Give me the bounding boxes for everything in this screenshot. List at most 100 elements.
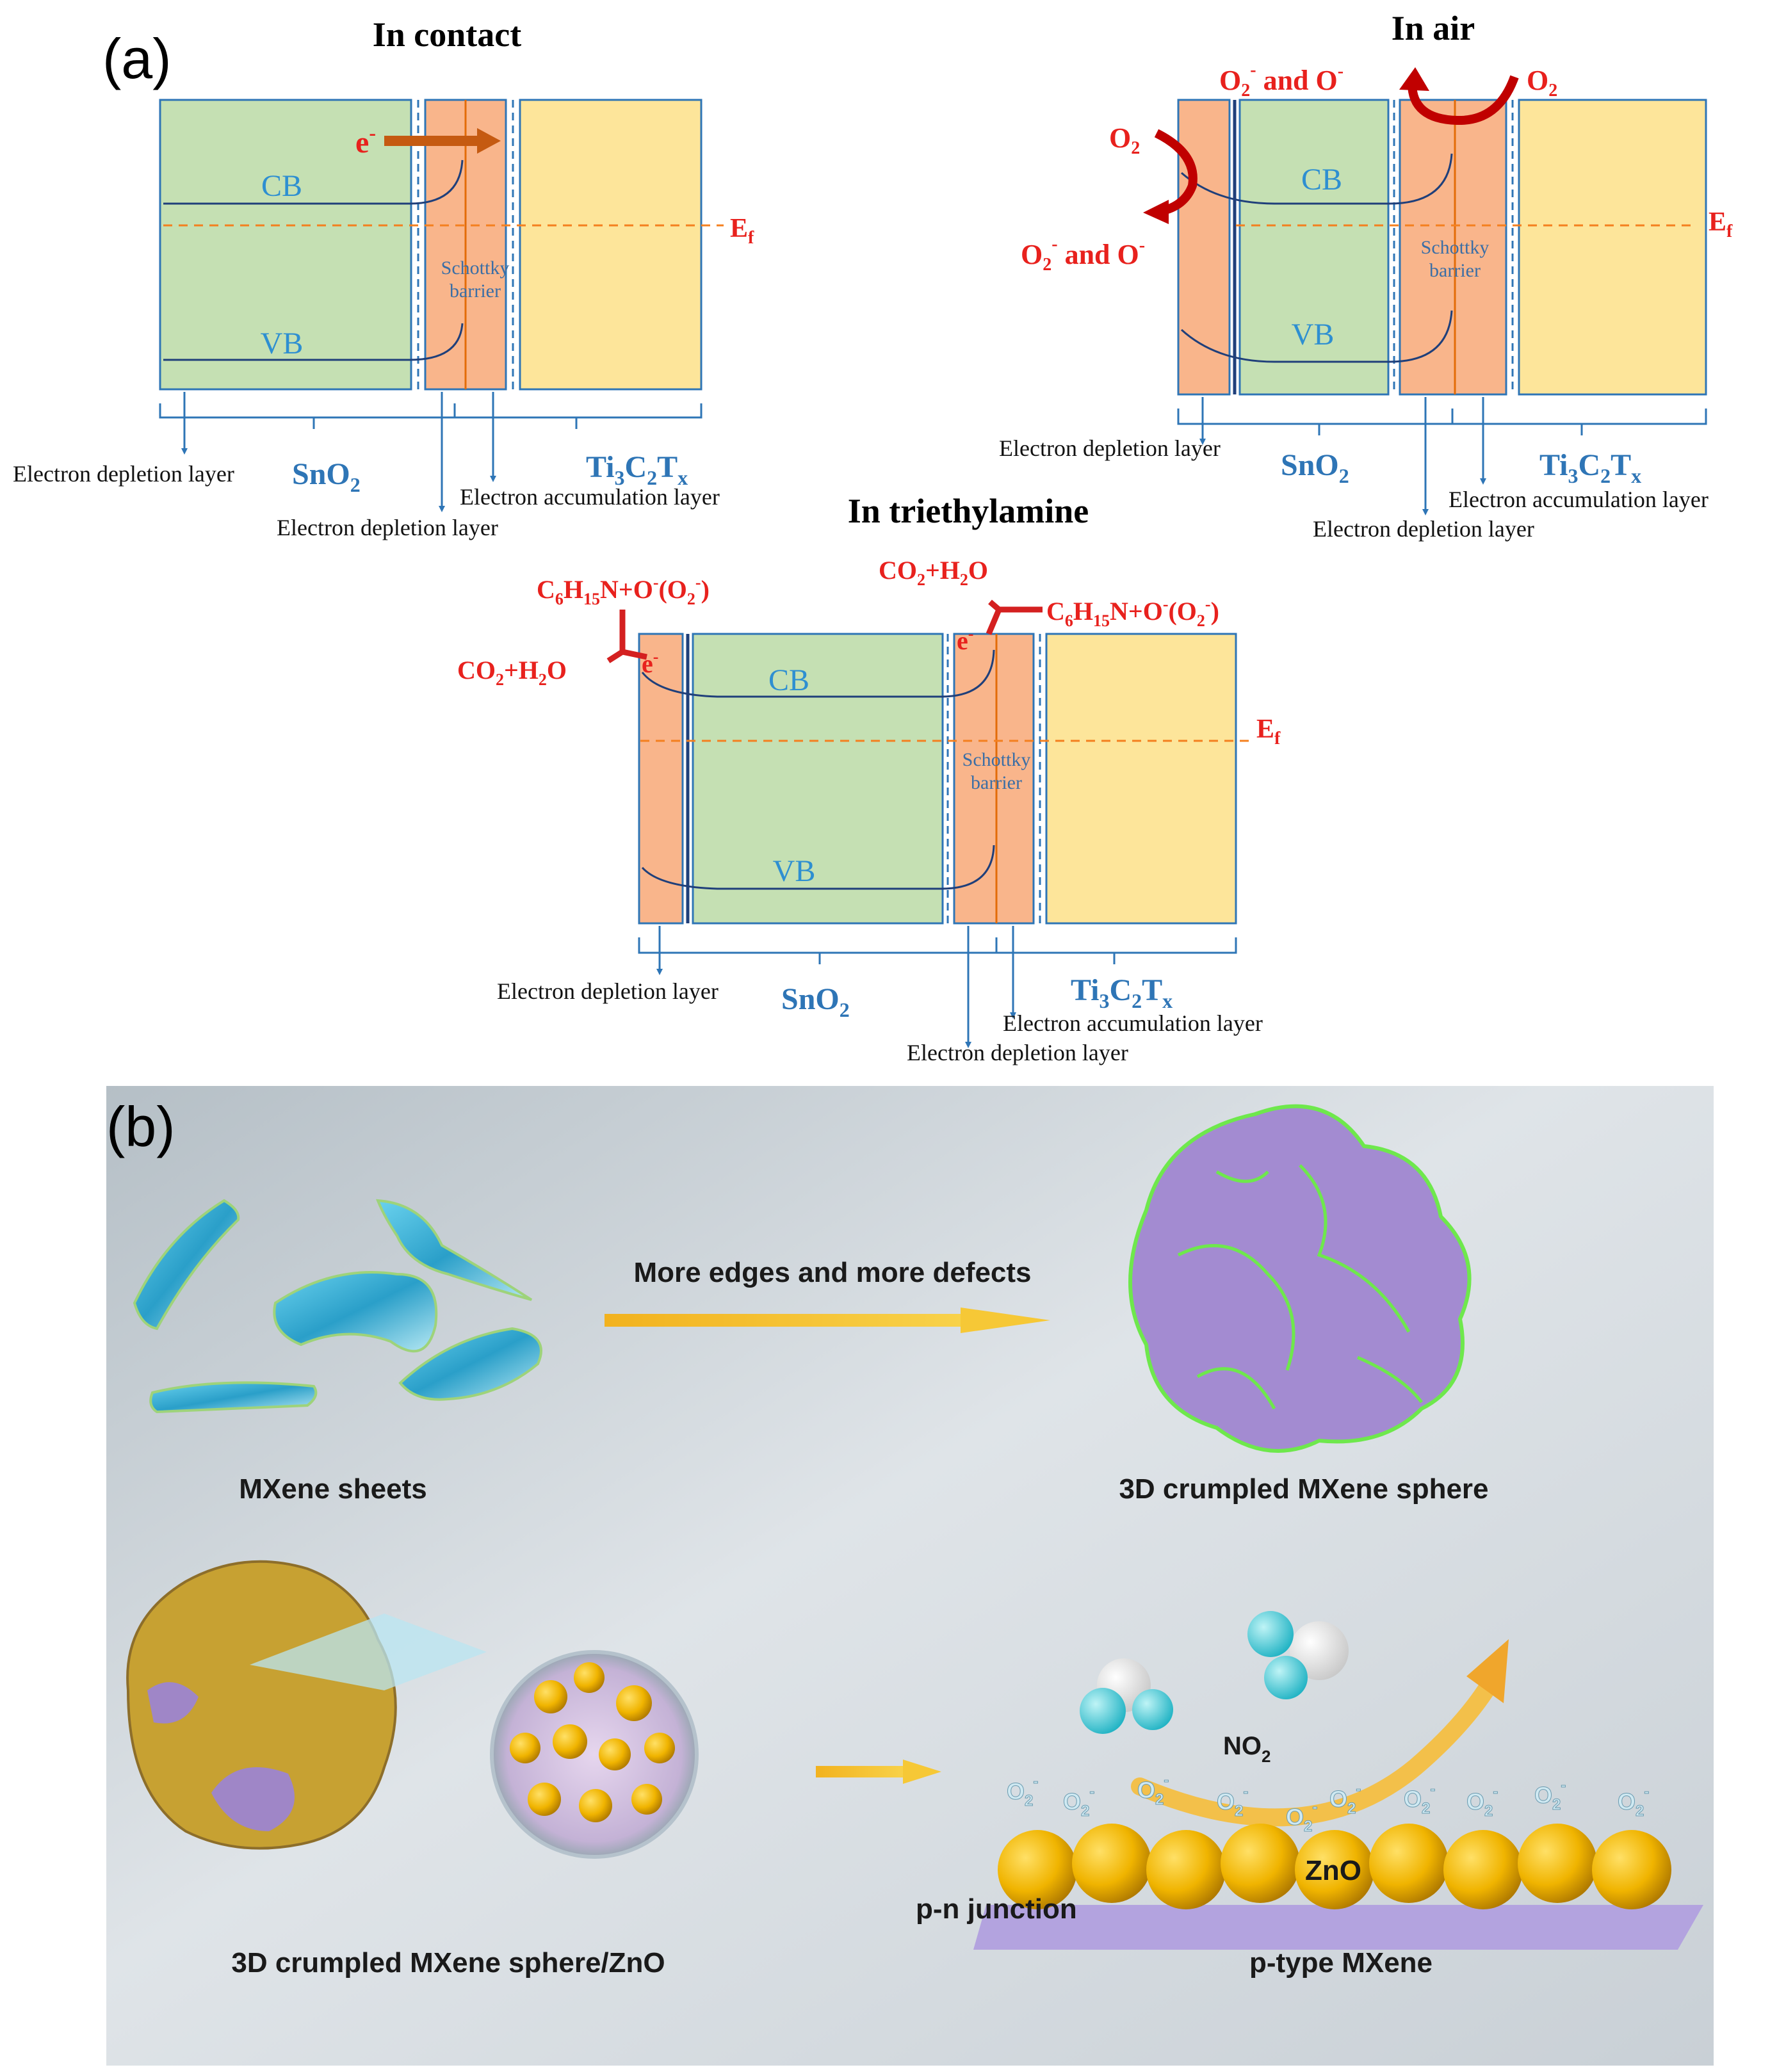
oxygen-ion-label: O2- and O- xyxy=(1021,234,1145,275)
depletion-region-block xyxy=(953,633,1035,925)
depletion-layer-label: Electron depletion layer xyxy=(13,461,234,487)
reaction-label: C6H15N+O-(O2-) xyxy=(1046,595,1219,630)
adsorbed-oxygen-ion: O2- xyxy=(1137,1772,1169,1808)
depletion-layer-label: Electron depletion layer xyxy=(907,1040,1128,1065)
mxene-sheet xyxy=(375,1199,533,1301)
reaction-label: C6H15N+O-(O2-) xyxy=(537,573,710,608)
ti3c2tx-label: Ti3C2Tx xyxy=(586,450,688,489)
pn-junction-label: p-n junction xyxy=(916,1893,1077,1925)
electron-transfer-arrow xyxy=(384,136,480,146)
sno2-brace xyxy=(638,937,998,954)
oxygen-ion-label: O2- and O- xyxy=(1219,60,1344,101)
transformation-label: More edges and more defects xyxy=(633,1257,1031,1288)
crumpled-sphere-label: 3D crumpled MXene sphere xyxy=(1119,1473,1488,1505)
depletion-layer-label: Electron depletion layer xyxy=(1313,516,1534,542)
depletion-region-block xyxy=(638,633,684,925)
crumple-fold xyxy=(1215,1170,1269,1183)
electron-transfer-arrowhead xyxy=(477,128,501,154)
reaction-arrow xyxy=(606,610,647,663)
transformation-arrowhead xyxy=(961,1307,1050,1333)
electron-label: e- xyxy=(957,624,973,655)
zno-sphere xyxy=(1592,1830,1671,1909)
vb-label: VB xyxy=(261,327,304,360)
sno2-brace xyxy=(159,403,456,419)
valence-band-curve xyxy=(1180,310,1453,363)
zno-particle xyxy=(510,1733,540,1763)
mxene-sheets-label: MXene sheets xyxy=(239,1473,426,1505)
fermi-level-label: Ef xyxy=(1709,207,1733,241)
valence-band-curve xyxy=(641,845,995,890)
in-air-title: In air xyxy=(1392,9,1475,47)
p-type-mxene-substrate xyxy=(973,1905,1703,1950)
in-contact-title: In contact xyxy=(373,15,521,54)
ti3c2tx-block xyxy=(1045,633,1237,925)
fermi-level-label: Ef xyxy=(730,214,754,248)
adsorption-arrow xyxy=(1408,75,1519,125)
zno-particle xyxy=(574,1662,605,1693)
mxene-sheet xyxy=(133,1199,240,1331)
adsorption-arrowhead xyxy=(1399,67,1429,91)
sensing-arrowhead xyxy=(1466,1639,1509,1703)
adsorbed-oxygen-ion: O2- xyxy=(1618,1783,1649,1820)
ti3c2tx-brace xyxy=(1451,409,1707,425)
accumulation-layer-label: Electron accumulation layer xyxy=(460,484,720,510)
adsorption-arrow xyxy=(1154,129,1197,216)
zno-sphere xyxy=(1072,1824,1151,1903)
product-label: CO2+H2O xyxy=(879,556,988,589)
ti3c2tx-label: Ti3C2Tx xyxy=(1071,973,1173,1012)
zno-sphere xyxy=(1443,1830,1523,1909)
zno-sphere xyxy=(1369,1824,1449,1903)
oxygen-label: O2 xyxy=(1527,65,1557,101)
accumulation-layer-label: Electron accumulation layer xyxy=(1449,487,1709,512)
no2-molecule-atom xyxy=(1247,1611,1294,1657)
zno-sphere xyxy=(1295,1830,1374,1909)
adsorbed-oxygen-ion: O2- xyxy=(1063,1783,1094,1820)
ti3c2tx-label: Ti3C2Tx xyxy=(1539,448,1641,487)
crumple-fold xyxy=(1299,1164,1411,1333)
ti3c2tx-block xyxy=(519,99,702,391)
mxene-sheet xyxy=(149,1381,318,1414)
valence-band-curve xyxy=(163,323,464,361)
cb-label: CB xyxy=(261,169,302,203)
conduction-band-curve xyxy=(1181,153,1453,205)
cb-label: CB xyxy=(768,663,809,697)
adsorbed-oxygen-ion: O2- xyxy=(1534,1777,1566,1813)
sno2-block xyxy=(159,99,412,391)
depletion-region-block xyxy=(1399,99,1507,396)
zno-sphere xyxy=(1146,1830,1226,1909)
vb-label: VB xyxy=(1292,318,1335,352)
zno-particle xyxy=(644,1733,675,1763)
sno2-label: SnO2 xyxy=(1281,448,1349,487)
electron-label: e- xyxy=(355,121,376,159)
sphere-zno-body xyxy=(126,1560,397,1850)
ti3c2tx-brace xyxy=(453,403,702,419)
zno-particle xyxy=(579,1789,612,1822)
crumpled-sphere-illustration: 3D crumpled MXene sphere xyxy=(1119,1104,1489,1505)
adsorbed-oxygen-ion: O2- xyxy=(1007,1773,1038,1809)
reaction-arrow xyxy=(986,599,1043,635)
zno-label: ZnO xyxy=(1305,1855,1361,1886)
accumulation-layer-label: Electron accumulation layer xyxy=(1003,1010,1263,1036)
process-arrow xyxy=(816,1766,905,1777)
electron-label: e- xyxy=(642,647,658,678)
in-triethylamine-title: In triethylamine xyxy=(848,492,1089,530)
sno2-block xyxy=(692,633,944,925)
adsorbed-oxygen-ion: O2- xyxy=(1217,1783,1248,1820)
sphere-zno-illustration: 3D crumpled MXene sphere/ZnO xyxy=(126,1560,699,1979)
adsorbed-oxygen-ion: O2- xyxy=(1466,1783,1498,1820)
no2-molecule-atom xyxy=(1264,1656,1308,1699)
product-label: CO2+H2O xyxy=(457,656,567,689)
zno-sphere xyxy=(1518,1824,1597,1903)
ti3c2tx-block xyxy=(1518,99,1707,396)
no2-molecule-atom xyxy=(1132,1689,1173,1730)
sno2-label: SnO2 xyxy=(781,982,850,1021)
adsorption-arrowhead xyxy=(1143,200,1169,224)
vb-label: VB xyxy=(773,854,816,888)
sno2-label: SnO2 xyxy=(292,457,361,496)
